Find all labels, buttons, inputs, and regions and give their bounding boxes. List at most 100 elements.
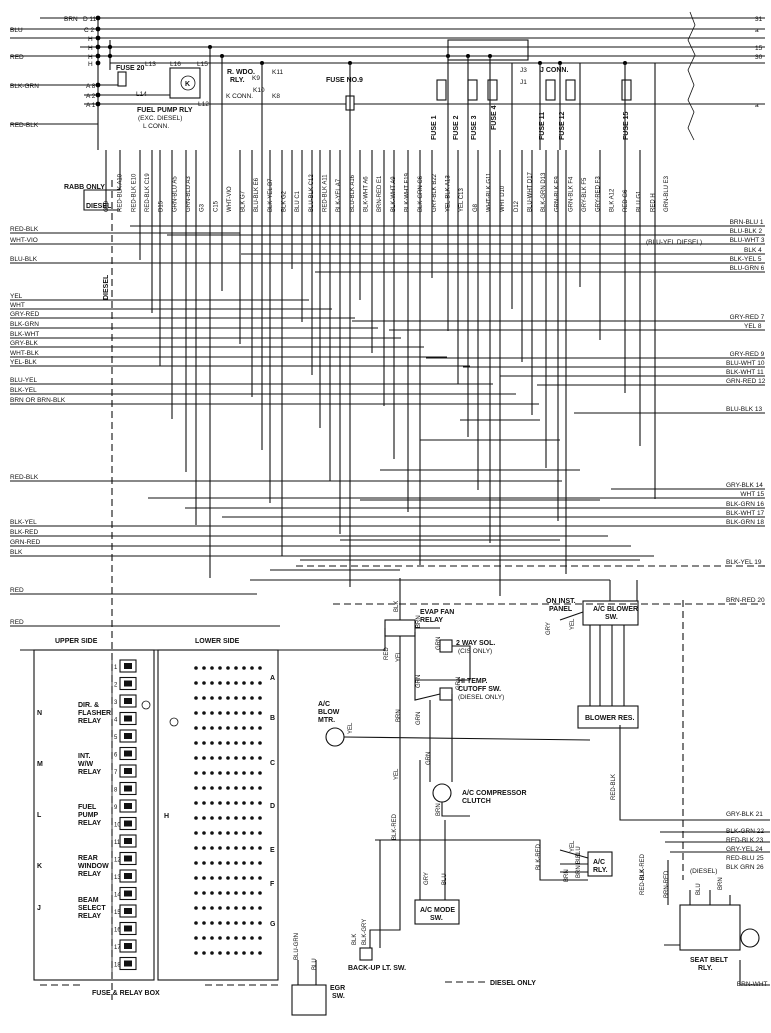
- connector-label: WHT-BLK G11: [486, 172, 492, 212]
- pin-l14: L14: [136, 91, 147, 98]
- bus-label-3: BLK-GRN: [10, 83, 39, 90]
- top-relays: K FUEL PUMP RLY (EXC. DIESEL) L CONN. L1…: [136, 47, 568, 150]
- connector-label: GRY-BLK F5: [582, 177, 588, 212]
- connector-label: BLK G2: [282, 190, 288, 212]
- bus-label-1: BLU: [10, 27, 23, 34]
- right-wire-label: BLK GRN 26: [726, 864, 764, 871]
- right-top-3: 30: [755, 54, 763, 61]
- fuse-1-label: FUSE 1: [431, 115, 438, 140]
- svg-text:18: 18: [114, 963, 121, 969]
- connector-label: GRN-BLU A5: [172, 176, 178, 212]
- left-wire-label: BLK-YEL: [10, 387, 37, 394]
- components: EVAP FAN RELAY 2 WAY SOL. (CIS ONLY) A/C…: [291, 598, 760, 1016]
- wire-tag: BLU: [696, 883, 702, 895]
- wire-tag: GRN: [416, 675, 422, 688]
- right-wire-label: GRY-BLK 21: [726, 811, 763, 818]
- connector-label: C10: [104, 200, 110, 212]
- svg-text:L: L: [37, 812, 42, 819]
- wire-tag: RED: [384, 647, 390, 660]
- rabb-only: RABB ONLY: [64, 184, 105, 191]
- svg-text:16: 16: [114, 928, 121, 934]
- fuse-3-label: FUSE 3: [471, 115, 478, 140]
- left-wire-label: YEL: [10, 293, 23, 300]
- bus-pin-5: H: [88, 61, 93, 68]
- seatbelt-label: SEAT BELT: [690, 957, 729, 964]
- bus-label-2: RED: [10, 54, 24, 61]
- svg-text:12: 12: [114, 858, 121, 864]
- right-wire-label: GRN-RED 12: [726, 378, 766, 385]
- right-wire-label: GRY-BLK 14: [726, 482, 763, 489]
- svg-text:DIR. &: DIR. &: [78, 702, 99, 709]
- svg-text:H: H: [164, 813, 169, 820]
- connector-label: D12: [514, 200, 520, 212]
- svg-text:17: 17: [114, 945, 121, 951]
- svg-text:M: M: [37, 761, 43, 768]
- svg-text:11: 11: [114, 840, 121, 846]
- acrly-rly: RLY.: [593, 867, 608, 874]
- wire-tag: BLK: [352, 934, 358, 945]
- svg-text:1: 1: [114, 665, 118, 671]
- pin-l12: L12: [198, 101, 209, 108]
- svg-text:INT.: INT.: [78, 753, 91, 760]
- oninst-label: ON INST.: [546, 598, 576, 605]
- egr-label: EGR: [330, 985, 345, 992]
- wire-tag: BLU: [442, 873, 448, 885]
- right-wire-label: BRN-RED 20: [726, 597, 765, 604]
- left-wire-label: BRN OR BRN-BLK: [10, 397, 66, 404]
- connector-label: BLU C1: [295, 190, 301, 212]
- right-wire-label: BLK-WHT 11: [726, 369, 764, 376]
- right-wire-label: RED-BLU 25: [726, 855, 764, 862]
- bus-pin-6: A 8: [86, 83, 96, 90]
- bus-pin-3: H: [88, 45, 93, 52]
- fuse-20-label: FUSE 20: [116, 65, 145, 72]
- left-wire-label: WHT-BLK: [10, 350, 40, 357]
- wire-tag: BRN: [396, 709, 402, 722]
- diesel-top: DIESEL: [86, 203, 112, 210]
- connector-label: BLK-YEL A7: [336, 178, 342, 212]
- svg-text:RELAY: RELAY: [78, 769, 101, 776]
- clutch-label: CLUTCH: [462, 798, 491, 805]
- connector-label: G8: [473, 203, 479, 212]
- connector-label: BLK A12: [609, 188, 615, 212]
- wire-tag: BLK-GRY: [362, 919, 368, 945]
- wire-tag: YEL: [570, 618, 576, 630]
- right-top-4: a: [755, 102, 759, 109]
- svg-text:K: K: [37, 863, 42, 870]
- svg-text:WINDOW: WINDOW: [78, 863, 109, 870]
- connector-label: RED-BLK A11: [323, 174, 329, 212]
- rwdo-label: R. WDO.: [227, 69, 255, 76]
- lconn-label: L CONN.: [143, 123, 169, 130]
- acrly-label: A/C: [593, 859, 605, 866]
- right-wire-label: WHT 15: [740, 491, 764, 498]
- connector-label: RED-BLK A10: [118, 173, 124, 212]
- upper-side-label: UPPER SIDE: [55, 638, 98, 645]
- connector-label: G3: [200, 203, 206, 212]
- right-top-0: 31: [755, 16, 763, 23]
- pin-k10: K10: [253, 87, 265, 94]
- kconn-label: K CONN.: [226, 93, 253, 100]
- connector-label: RED-BLK E10: [131, 173, 137, 212]
- wire-tag: BLK-RED: [536, 843, 542, 870]
- bus-label-0: BRN: [64, 16, 78, 23]
- svg-text:J: J: [37, 905, 41, 912]
- evap-label: EVAP FAN: [420, 609, 454, 616]
- acmode-label: A/C MODE: [420, 907, 455, 914]
- evap-relay-label: RELAY: [420, 617, 443, 624]
- wire-tag: GRN: [436, 637, 442, 650]
- bus-pin-1: C 2: [84, 27, 95, 34]
- connector-label: D15: [159, 200, 165, 212]
- acblower-sw: SW.: [605, 614, 618, 621]
- svg-text:8: 8: [114, 788, 118, 794]
- left-wire-label: BLK-WHT: [10, 331, 39, 338]
- diesel-only-label: (DIESEL ONLY): [458, 694, 504, 701]
- top-fuses: FUSE 20 FUSE NO.9 FUSE 1 FUSE 2 FUSE 3 F…: [116, 39, 656, 150]
- j1-label: J1: [520, 79, 527, 86]
- left-wire-label: GRY-RED: [10, 311, 40, 318]
- svg-text:FUEL: FUEL: [78, 804, 97, 811]
- connector-label: BLU-BLK E6: [254, 177, 260, 212]
- right-wire-label: RED-BLK 23: [726, 837, 764, 844]
- svg-text:RELAY: RELAY: [78, 820, 101, 827]
